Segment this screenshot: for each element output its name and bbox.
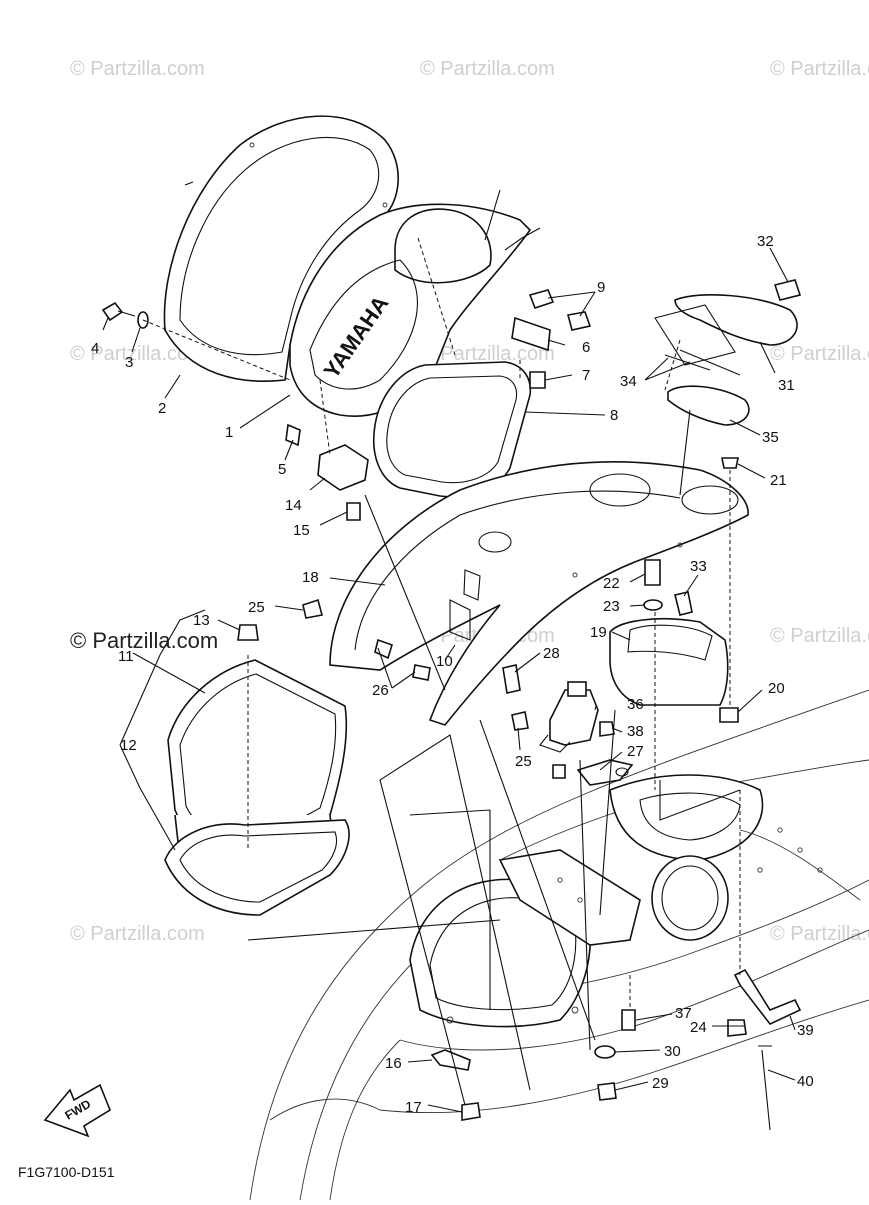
part-lid[interactable] — [163, 115, 399, 382]
callout-10[interactable]: 10 — [436, 653, 453, 670]
part-storage-bin[interactable] — [164, 659, 350, 916]
part-seal-ring[interactable] — [373, 361, 532, 498]
callout-25a[interactable]: 25 — [248, 599, 265, 616]
callout-36[interactable]: 36 — [627, 696, 644, 713]
callout-16[interactable]: 16 — [385, 1055, 402, 1072]
watermark: © Partzilla.com — [70, 923, 205, 945]
callout-6[interactable]: 6 — [582, 339, 590, 356]
hull-body — [249, 689, 869, 1201]
watermark: © Partzilla.com — [420, 343, 555, 365]
callout-29[interactable]: 29 — [652, 1075, 669, 1092]
callout-2[interactable]: 2 — [158, 400, 166, 417]
callout-9[interactable]: 9 — [597, 279, 605, 296]
part-cover-cap[interactable] — [654, 294, 798, 366]
part-meter-box[interactable] — [609, 618, 729, 706]
callout-28[interactable]: 28 — [543, 645, 560, 662]
callout-1[interactable]: 1 — [225, 424, 233, 441]
watermark: © Partzilla.com — [770, 58, 869, 80]
watermark: © Partzilla.com — [770, 343, 869, 365]
leader-lines — [102, 237, 796, 1113]
callout-22[interactable]: 22 — [603, 575, 620, 592]
callout-40[interactable]: 40 — [797, 1073, 814, 1090]
callout-20[interactable]: 20 — [768, 680, 785, 697]
callout-24[interactable]: 24 — [690, 1019, 707, 1036]
fwd-arrow: FWD — [43, 1083, 111, 1138]
callout-12[interactable]: 12 — [120, 737, 137, 754]
callout-39[interactable]: 39 — [797, 1022, 814, 1039]
callout-21[interactable]: 21 — [770, 472, 787, 489]
callout-34[interactable]: 34 — [620, 373, 637, 390]
diagram-code: F1G7100-D151 — [18, 1164, 115, 1180]
callout-14[interactable]: 14 — [285, 497, 302, 514]
callout-3[interactable]: 3 — [125, 354, 133, 371]
callout-37[interactable]: 37 — [675, 1005, 692, 1022]
callout-19[interactable]: 19 — [590, 624, 607, 641]
callout-labels: 1 2 3 4 5 6 7 8 9 10 11 12 13 14 15 16 1… — [91, 233, 814, 1116]
part-pad[interactable] — [667, 385, 750, 426]
callout-4[interactable]: 4 — [91, 340, 99, 357]
part-latch[interactable] — [539, 681, 599, 753]
callout-8[interactable]: 8 — [610, 407, 618, 424]
callout-17[interactable]: 17 — [405, 1099, 422, 1116]
part-frame[interactable] — [329, 461, 749, 726]
callout-15[interactable]: 15 — [293, 522, 310, 539]
watermark-dark: © Partzilla.com — [70, 628, 218, 653]
callout-35[interactable]: 35 — [762, 429, 779, 446]
callout-31[interactable]: 31 — [778, 377, 795, 394]
callout-7[interactable]: 7 — [582, 367, 590, 384]
hardware — [101, 279, 802, 1131]
callout-27[interactable]: 27 — [627, 743, 644, 760]
callout-32[interactable]: 32 — [757, 233, 774, 250]
callout-25b[interactable]: 25 — [515, 753, 532, 770]
callout-5[interactable]: 5 — [278, 461, 286, 478]
part-front-cover[interactable]: YAMAHA — [184, 181, 541, 418]
watermark: © Partzilla.com — [70, 343, 205, 365]
callout-11[interactable]: 11 — [118, 648, 134, 665]
watermark: © Partzilla.com — [70, 58, 205, 80]
callout-23[interactable]: 23 — [603, 598, 620, 615]
callout-18[interactable]: 18 — [302, 569, 319, 586]
callout-30[interactable]: 30 — [664, 1043, 681, 1060]
callout-38[interactable]: 38 — [627, 723, 644, 740]
callout-13[interactable]: 13 — [193, 612, 210, 629]
watermark: © Partzilla.com — [420, 58, 555, 80]
callout-26[interactable]: 26 — [372, 682, 389, 699]
callout-33[interactable]: 33 — [690, 558, 707, 575]
watermark: © Partzilla.com — [770, 923, 869, 945]
watermark: © Partzilla.com — [770, 625, 869, 647]
